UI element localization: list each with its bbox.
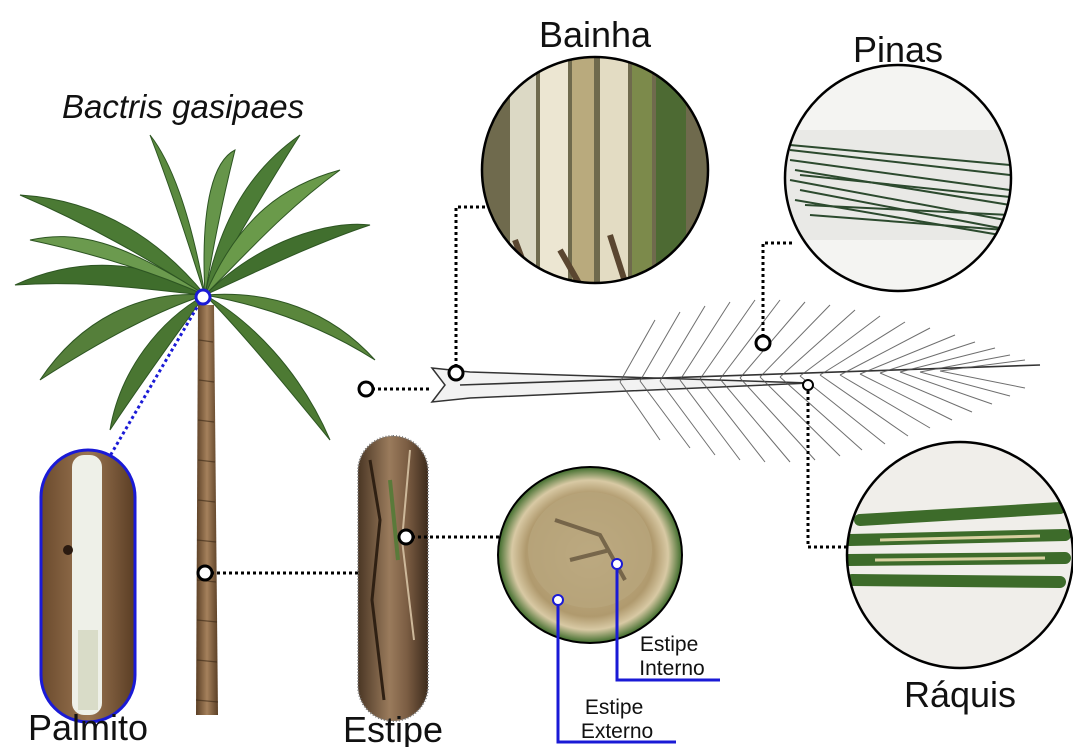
palmito-photo [41, 450, 135, 722]
label-pinas: Pinas [853, 29, 943, 70]
estipe-photo [358, 436, 428, 721]
label-bainha: Bainha [539, 14, 652, 55]
connector-bainha [456, 207, 488, 373]
label-raquis: Ráquis [904, 674, 1016, 715]
marker-crown [359, 382, 373, 396]
marker-raquis [803, 380, 813, 390]
label-estipe-interno-line1: Estipe [640, 633, 698, 656]
label-estipe-interno-line2: Interno [639, 657, 704, 680]
label-estipe-externo-line1: Estipe [585, 696, 643, 719]
leaf-sheath [432, 368, 810, 402]
label-estipe-interno: Estipe Interno [639, 633, 704, 680]
label-estipe-externo-line2: Externo [581, 720, 653, 743]
palm-trunk [196, 305, 218, 715]
marker-bainha [449, 366, 463, 380]
label-estipe: Estipe [343, 709, 443, 747]
marker-estipe [399, 530, 413, 544]
label-palmito: Palmito [28, 707, 148, 747]
marker-palmito [196, 290, 210, 304]
label-estipe-externo: Estipe Externo [581, 696, 653, 743]
marker-trunk [198, 566, 212, 580]
marker-estipe-externo [553, 595, 563, 605]
marker-estipe-interno [612, 559, 622, 569]
leaf-illustration [432, 300, 1040, 462]
connector-pinas [763, 243, 793, 343]
species-title: Bactris gasipaes [62, 88, 304, 125]
marker-pinas [756, 336, 770, 350]
palm-crown [15, 135, 375, 440]
